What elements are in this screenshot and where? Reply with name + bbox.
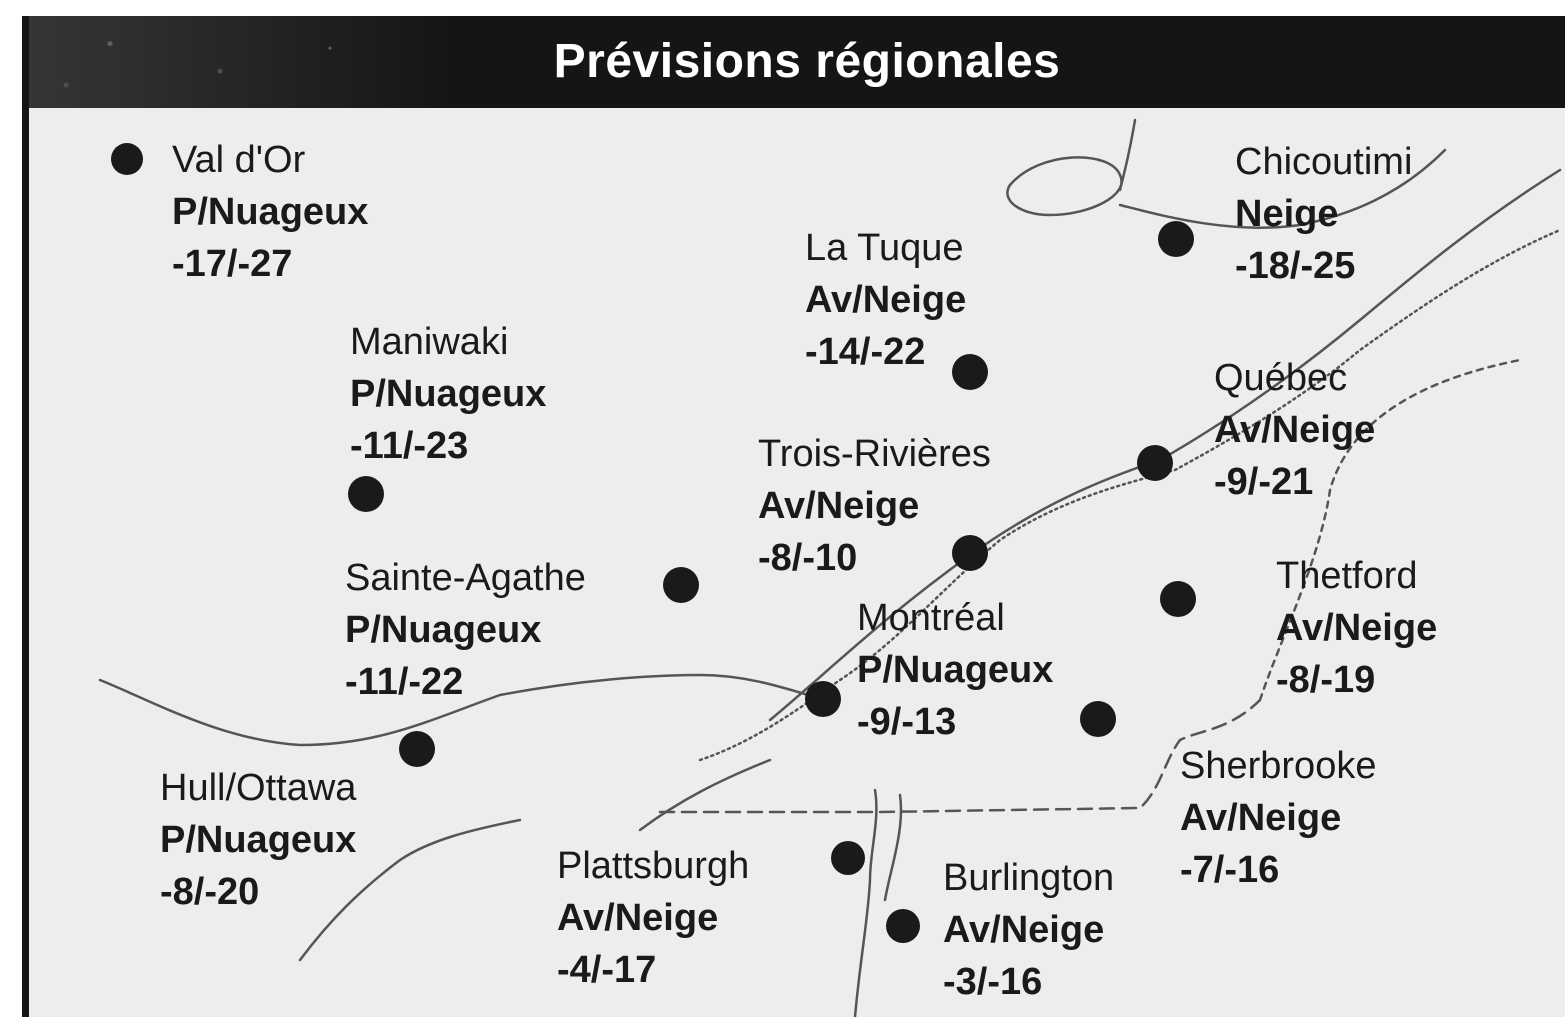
boundary-east — [1258, 358, 1522, 702]
city-condition: P/Nuageux — [160, 819, 357, 861]
city-name: Hull/Ottawa — [160, 767, 357, 809]
road-south — [638, 758, 772, 832]
city-dot-la-tuque — [952, 354, 988, 390]
city-dots — [111, 143, 1196, 943]
city-condition: Av/Neige — [805, 279, 967, 321]
city-name: Sherbrooke — [1180, 745, 1377, 787]
city-name: Plattsburgh — [557, 845, 750, 887]
river-st-lawrence-bank — [698, 228, 1562, 762]
city-condition: Av/Neige — [1180, 797, 1342, 839]
city-temps: -17/-27 — [172, 243, 293, 285]
city-name: Chicoutimi — [1235, 141, 1413, 183]
city-condition: P/Nuageux — [172, 191, 369, 233]
lake-champlain — [853, 788, 878, 1017]
city-condition: P/Nuageux — [857, 649, 1054, 691]
city-name: Burlington — [943, 857, 1115, 899]
city-temps: -18/-25 — [1235, 245, 1356, 287]
city-dot-hull-ottawa — [399, 731, 435, 767]
city-name: Maniwaki — [350, 321, 509, 363]
city-condition: Av/Neige — [557, 897, 719, 939]
city-temps: -3/-16 — [943, 961, 1043, 1003]
header-texture — [22, 16, 462, 108]
city-dot-sherbrooke — [1080, 701, 1116, 737]
city-temps: -9/-21 — [1214, 461, 1314, 503]
city-temps: -8/-10 — [758, 537, 858, 579]
city-label-hull-ottawa: Hull/Ottawa P/Nuageux -8/-20 — [160, 762, 356, 918]
city-label-val-dor: Val d'Or P/Nuageux -17/-27 — [172, 134, 368, 290]
lake-saint-jean — [1006, 156, 1123, 217]
city-dot-chicoutimi — [1158, 221, 1194, 257]
city-dot-plattsburgh — [831, 841, 865, 875]
city-dot-thetford — [1160, 581, 1196, 617]
city-dot-val-dor — [111, 143, 143, 175]
city-label-sainte-agathe: Sainte-Agathe P/Nuageux -11/-22 — [345, 552, 586, 708]
city-condition: P/Nuageux — [350, 373, 547, 415]
city-dot-quebec — [1137, 445, 1173, 481]
city-dot-trois-rivieres — [952, 535, 988, 571]
city-condition: Av/Neige — [1214, 409, 1376, 451]
city-temps: -7/-16 — [1180, 849, 1280, 891]
city-condition: P/Nuageux — [345, 609, 542, 651]
city-temps: -8/-19 — [1276, 659, 1376, 701]
city-dot-maniwaki — [348, 476, 384, 512]
river-saguenay — [1118, 148, 1447, 229]
city-name: Trois-Rivières — [758, 433, 991, 475]
city-condition: Av/Neige — [943, 909, 1105, 951]
lake-champlain-east — [883, 793, 903, 902]
city-dot-montreal — [805, 681, 841, 717]
city-label-chicoutimi: Chicoutimi Neige -18/-25 — [1235, 136, 1412, 292]
city-condition: Av/Neige — [1276, 607, 1438, 649]
city-dot-sainte-agathe — [663, 567, 699, 603]
city-name: Québec — [1214, 357, 1348, 399]
city-label-maniwaki: Maniwaki P/Nuageux -11/-23 — [350, 316, 546, 472]
city-name: Val d'Or — [172, 139, 306, 181]
city-temps: -14/-22 — [805, 331, 926, 373]
forecast-map-panel: Prévisions régionales — [22, 16, 1565, 1017]
city-label-thetford: Thetford Av/Neige -8/-19 — [1276, 550, 1437, 706]
header-bar: Prévisions régionales — [22, 16, 1565, 108]
border-dashed — [658, 698, 1262, 814]
page-title: Prévisions régionales — [553, 35, 1061, 88]
city-label-plattsburgh: Plattsburgh Av/Neige -4/-17 — [557, 840, 749, 996]
city-label-la-tuque: La Tuque Av/Neige -14/-22 — [805, 222, 966, 378]
city-condition: Neige — [1235, 193, 1339, 235]
city-condition: Av/Neige — [758, 485, 920, 527]
city-label-burlington: Burlington Av/Neige -3/-16 — [943, 852, 1114, 1008]
city-label-trois-rivieres: Trois-Rivières Av/Neige -8/-10 — [758, 428, 991, 584]
city-name: Montréal — [857, 597, 1005, 639]
city-label-quebec: Québec Av/Neige -9/-21 — [1214, 352, 1375, 508]
river-ottawa — [98, 673, 827, 747]
city-temps: -8/-20 — [160, 871, 260, 913]
city-dot-burlington — [886, 909, 920, 943]
city-name: Thetford — [1276, 555, 1418, 597]
city-label-sherbrooke: Sherbrooke Av/Neige -7/-16 — [1180, 740, 1376, 896]
city-temps: -4/-17 — [557, 949, 657, 991]
city-temps: -11/-22 — [345, 661, 464, 703]
road-west — [298, 818, 522, 962]
city-temps: -9/-13 — [857, 701, 957, 743]
city-name: Sainte-Agathe — [345, 557, 586, 599]
river-north — [1118, 118, 1137, 192]
city-temps: -11/-23 — [350, 425, 469, 467]
city-label-montreal: Montréal P/Nuageux -9/-13 — [857, 592, 1053, 748]
city-name: La Tuque — [805, 227, 964, 269]
